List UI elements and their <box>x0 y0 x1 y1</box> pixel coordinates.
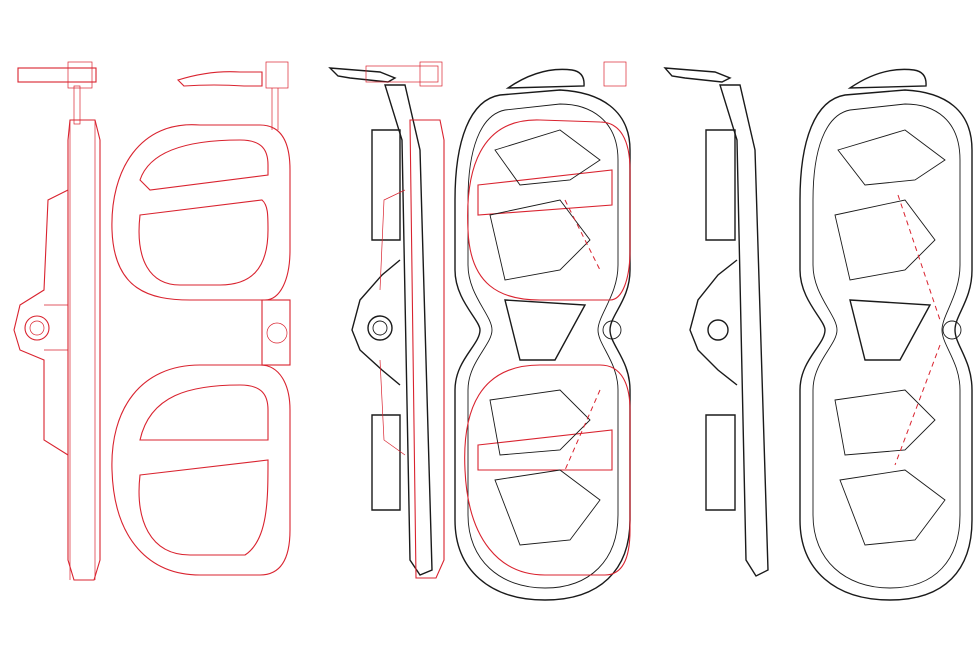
view-1-red-side-profile <box>13 61 101 581</box>
view-3-side-profile-overlay <box>328 61 445 579</box>
view-4-front-overlay <box>454 61 631 601</box>
view-2-red-front-frame <box>111 61 291 576</box>
view-6-front-black <box>799 68 973 601</box>
view-5-side-profile-black <box>663 67 769 577</box>
